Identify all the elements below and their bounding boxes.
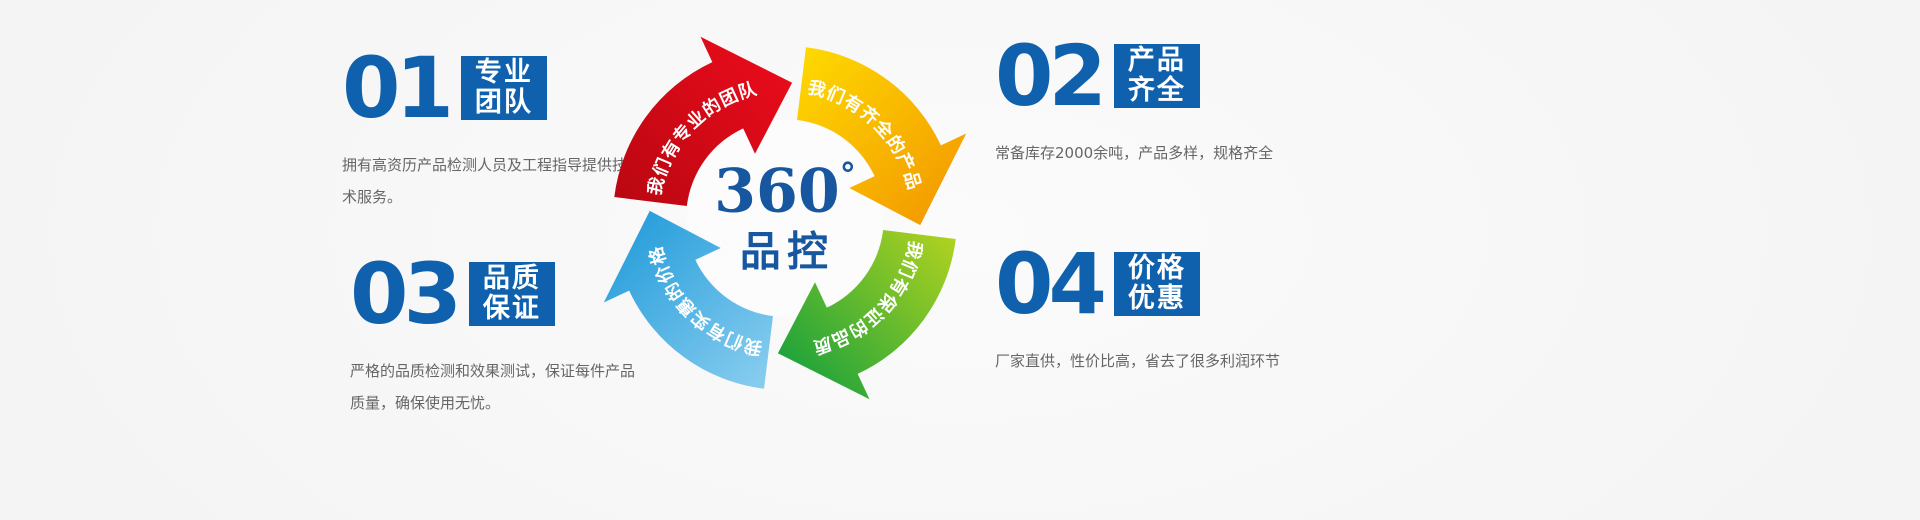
feature-title-box: 价格 优惠 [1113,252,1200,316]
feature-description: 常备库存2000余吨，产品多样，规格齐全 [995,144,1274,162]
feature-header: 02 产品 齐全 [995,34,1273,118]
feature-block-01: 01 专业 团队 拥有高资历产品检测人员及工程指导提供技术服务。 [342,46,634,213]
feature-title-box: 品质 保证 [468,262,555,326]
cycle-center-value: 360° [714,156,856,227]
feature-title-line1: 产品 [1127,45,1186,76]
feature-number: 02 [995,27,1107,125]
cycle-center-label: 品控 [740,227,835,275]
feature-header: 01 专业 团队 [342,46,634,130]
feature-description: 拥有高资历产品检测人员及工程指导提供技术服务。 [342,156,628,206]
feature-title-line2: 团队 [474,87,533,118]
feature-block-04: 04 价格 优惠 厂家直供，性价比高，省去了很多利润环节 [995,242,1280,378]
feature-block-02: 02 产品 齐全 常备库存2000余吨，产品多样，规格齐全 [995,34,1273,170]
feature-number: 04 [995,235,1107,333]
feature-title-line2: 齐全 [1127,75,1186,106]
cycle-inner-circle [687,120,883,316]
feature-title-line1: 品质 [482,263,541,294]
feature-description: 严格的品质检测和效果测试，保证每件产品质量，确保使用无忧。 [350,362,636,412]
feature-number: 03 [350,245,462,343]
feature-title-box: 产品 齐全 [1113,44,1200,108]
feature-block-03: 03 品质 保证 严格的品质检测和效果测试，保证每件产品质量，确保使用无忧。 [350,252,642,419]
feature-title-line1: 价格 [1127,253,1186,284]
feature-description: 厂家直供，性价比高，省去了很多利润环节 [995,352,1281,370]
feature-header: 03 品质 保证 [350,252,642,336]
feature-title-line1: 专业 [474,57,533,88]
feature-number: 01 [342,39,454,137]
quality-cycle-diagram: 我们有专业的团队 我们有齐全的产品 我们有保证的品质 我们有实惠的价格 360°… [603,36,967,400]
feature-title-line2: 优惠 [1127,283,1186,314]
feature-title-box: 专业 团队 [460,56,547,120]
feature-header: 04 价格 优惠 [995,242,1280,326]
feature-title-line2: 保证 [482,293,541,324]
